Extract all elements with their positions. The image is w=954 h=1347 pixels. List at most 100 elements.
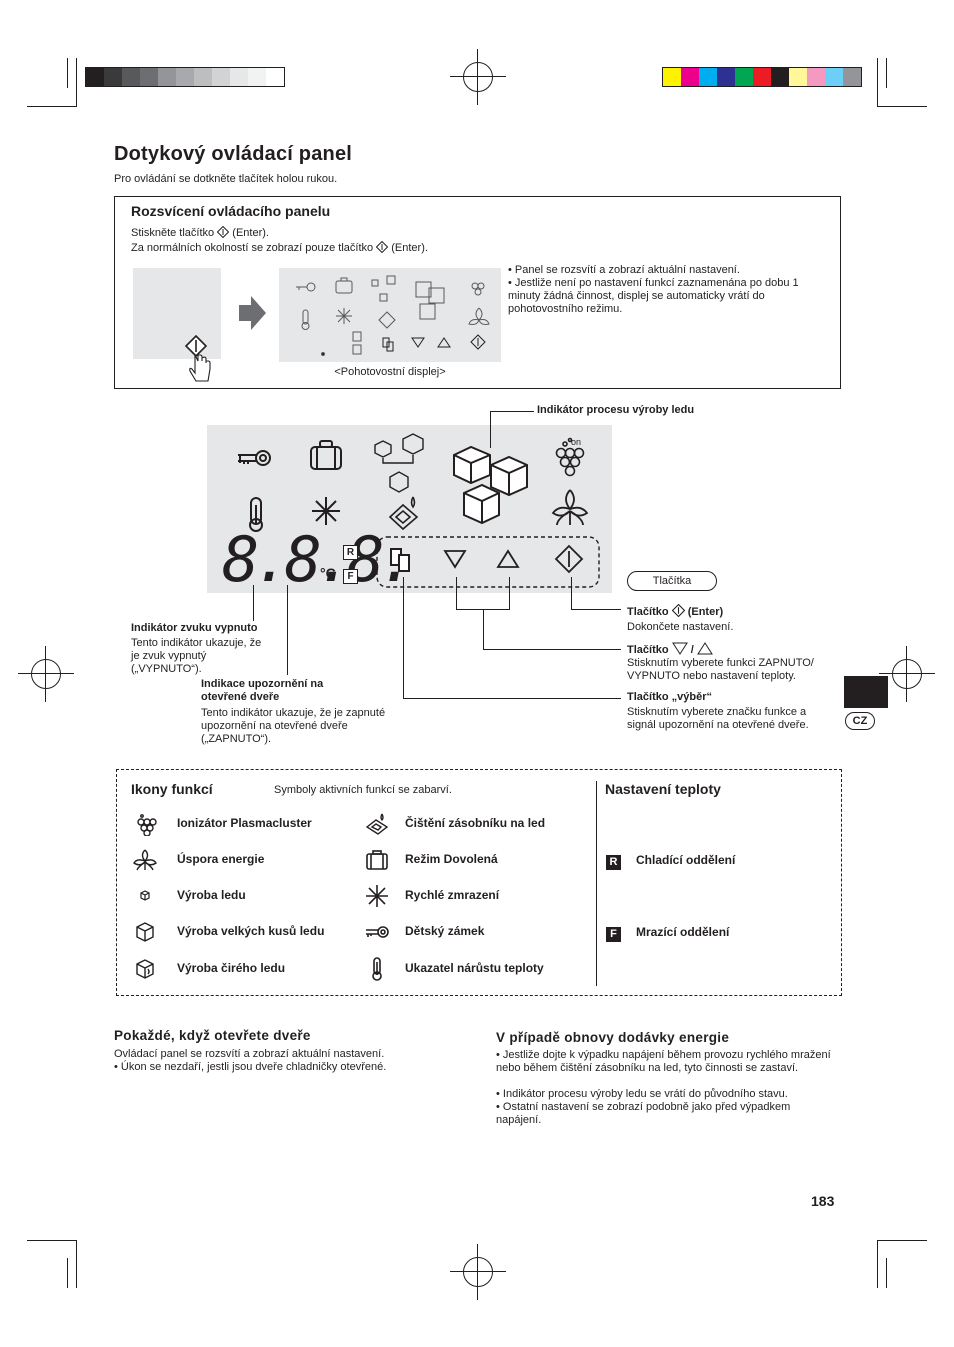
fridge-compartment-label: Chladící oddělení — [636, 853, 736, 867]
buttons-dashed-frame — [376, 536, 600, 588]
power-restore-b2: • Indikátor procesu výroby ledu se vrátí… — [496, 1088, 788, 1100]
color-swatch — [122, 68, 140, 86]
color-swatch — [843, 68, 861, 86]
updown-leader-h2 — [483, 649, 621, 650]
temperature-digits: 8.8.8. — [222, 523, 416, 596]
snowflake-icon — [336, 308, 352, 324]
select-leader-v — [403, 577, 404, 698]
suitcase-icon — [366, 850, 388, 870]
select-leader-h — [403, 698, 621, 699]
color-swatch — [717, 68, 735, 86]
language-tab-bar — [844, 676, 888, 708]
celsius-unit: °C — [320, 565, 336, 581]
grey-color-bar — [85, 67, 285, 87]
color-swatch — [753, 68, 771, 86]
functions-heading: Ikony funkcí — [131, 781, 213, 797]
control-panel-icons — [238, 433, 600, 588]
updown-leader-v1 — [456, 577, 457, 609]
registration-mark-bottom — [450, 1244, 506, 1300]
registration-mark-top — [450, 49, 506, 105]
color-swatch — [807, 68, 825, 86]
up-arrow-icon — [696, 642, 713, 655]
clear-cube-icon — [136, 959, 154, 979]
large-cube-icon — [136, 922, 154, 942]
registration-mark-left — [18, 646, 74, 702]
tray-icon — [378, 311, 396, 329]
function-label: Rychlé zmrazení — [405, 888, 500, 902]
thermometer-icon — [249, 497, 263, 532]
illumination-heading: Rozsvícení ovládacího panelu — [131, 203, 331, 219]
enter-button-icon — [470, 334, 486, 350]
enter-button-icon — [554, 544, 584, 574]
color-swatch — [735, 68, 753, 86]
plasmacluster-icon — [555, 437, 585, 477]
mute-leader — [253, 585, 254, 621]
color-swatch — [194, 68, 212, 86]
functions-note: Symboly aktivních funkcí se zabarví. — [274, 784, 452, 796]
thermometer-icon — [301, 309, 310, 330]
mute-indicator-title: Indikátor zvuku vypnuto — [131, 622, 258, 634]
snowflake-icon — [312, 497, 340, 525]
function-label: Výroba velkých kusů ledu — [177, 924, 325, 938]
leaf-icon — [468, 307, 490, 325]
up-button-icon — [496, 549, 520, 568]
ice-indicator-leader — [490, 411, 491, 448]
color-swatch — [699, 68, 717, 86]
mute-indicator-desc: Tento indikátor ukazuje, že je zvuk vypn… — [131, 637, 262, 675]
function-label: Ionizátor Plasmacluster — [177, 816, 312, 830]
tray-clean-icon — [388, 496, 419, 531]
plasmacluster-icon — [137, 814, 157, 836]
function-label: Výroba čirého ledu — [177, 961, 286, 975]
color-swatch — [158, 68, 176, 86]
function-label: Režim Dovolená — [405, 852, 498, 866]
enter-leader-h — [571, 609, 621, 610]
on-label: on — [571, 437, 582, 447]
door-alarm-desc: Tento indikátor ukazuje, že je zapnuté u… — [201, 707, 386, 745]
down-arrow-icon — [671, 642, 688, 655]
small-cube-icon — [140, 890, 150, 901]
power-restore-b1: • Jestliže dojte k výpadku napájení běhe… — [496, 1049, 831, 1074]
key-icon — [366, 926, 389, 938]
color-swatch — [230, 68, 248, 86]
updown-leader-v3 — [483, 609, 484, 649]
illumination-line1: Stiskněte tlačítko (Enter). — [131, 225, 269, 239]
updown-leader-v2 — [509, 577, 510, 609]
tray-clean-icon — [365, 813, 389, 835]
enter-leader-v — [571, 577, 572, 609]
select-button-icon — [390, 548, 410, 572]
language-tab: CZ — [845, 712, 875, 730]
page-subtitle: Pro ovládání se dotkněte tlačítek holou … — [114, 173, 338, 185]
ice-making-icons — [374, 433, 424, 493]
up-button-icon — [437, 337, 451, 348]
select-button-title: Tlačítko „výběr“ — [627, 691, 712, 703]
leaf-icon — [133, 849, 157, 871]
power-restore-heading: V případě obnovy dodávky energie — [496, 1030, 730, 1045]
color-swatch — [176, 68, 194, 86]
functions-divider — [596, 781, 597, 986]
color-swatch — [771, 68, 789, 86]
enter-button-title: Tlačítko (Enter) — [627, 603, 724, 618]
standby-caption: <Pohotovostní displej> — [334, 366, 446, 378]
door-alarm-title: Indikace upozornění na otevřené dveře — [201, 678, 324, 703]
key-icon — [296, 282, 316, 292]
illumination-bullet2: • Jestliže není po nastavení funkcí zazn… — [508, 277, 799, 315]
grapes-icon — [471, 282, 485, 296]
enter-touch-hand-icon[interactable] — [182, 333, 216, 385]
buttons-pill: Tlačítka — [627, 571, 717, 591]
color-swatch — [663, 68, 681, 86]
ice-indicator-label: Indikátor procesu výroby ledu — [537, 404, 695, 416]
door-open-line1: Ovládací panel se rozsvítí a zobrazí akt… — [114, 1048, 385, 1060]
f-badge: F — [606, 924, 621, 942]
function-label: Úspora energie — [177, 852, 265, 866]
page-number: 183 — [811, 1193, 835, 1209]
thermometer-icon — [372, 957, 382, 981]
door-open-line2: • Úkon se nezdaří, jestli jsou dveře chl… — [114, 1061, 387, 1073]
illumination-section — [114, 196, 841, 389]
enter-icon — [671, 603, 685, 618]
suitcase-icon — [310, 440, 342, 470]
color-swatch — [681, 68, 699, 86]
key-icon — [238, 450, 271, 466]
f-indicator: F — [343, 566, 358, 584]
page-title: Dotykový ovládací panel — [114, 143, 353, 165]
down-button-icon — [411, 337, 425, 348]
